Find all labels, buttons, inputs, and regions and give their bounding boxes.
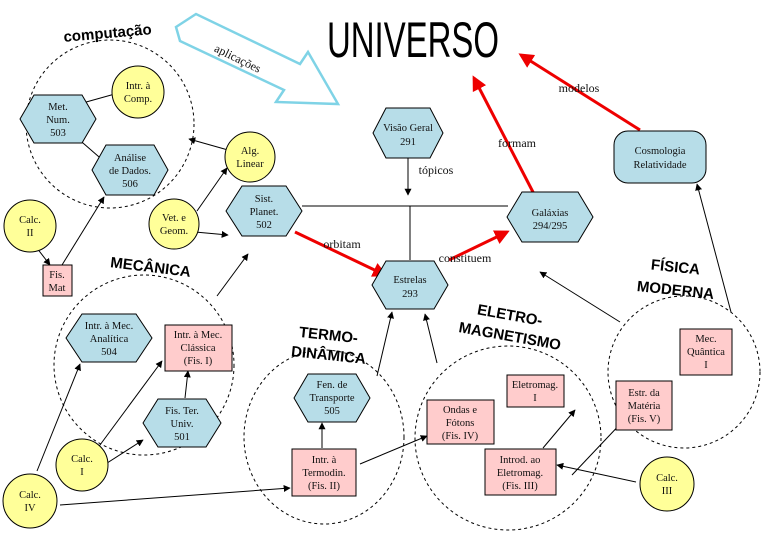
group-eletromagnetismo-circle (414, 345, 602, 531)
node-estrelas (371, 260, 449, 310)
node-calc-ii (3, 199, 57, 253)
group-label-termo-1: TERMO- (298, 324, 359, 347)
edge-label-formam: formam (498, 136, 537, 150)
node-calc-iv (2, 473, 58, 529)
node-galaxias (506, 191, 594, 243)
label-eletromag-i: Eletromag.I (512, 380, 558, 404)
edge-label-orbitam: orbitam (323, 237, 361, 251)
group-computacao-circle (25, 39, 195, 209)
node-intr-mec-analitica (65, 313, 153, 363)
group-mecanica-circle (53, 274, 235, 456)
node-vet-geom (148, 198, 200, 250)
label-met-num: Met.Num.503 (46, 102, 70, 139)
group-label-fisica-2: MODERNA (636, 278, 715, 303)
node-mec-quantica (679, 328, 733, 376)
node-eletromag-i (506, 374, 565, 408)
label-alg-linear: Alg.Linear (236, 146, 264, 170)
node-introd-eletromag (484, 448, 557, 496)
label-sist-planet: Sist.Planet.502 (250, 194, 279, 231)
node-calc-iii (639, 456, 695, 512)
node-intr-comp (111, 65, 165, 119)
node-intr-termodin (291, 448, 357, 497)
label-intr-mec-classica: Intr. à Mec.Clássica(Fis. I) (174, 330, 222, 367)
node-estr-materia (615, 380, 673, 431)
edge-label-modelos: modelos (559, 81, 600, 95)
node-intr-mec-classica (164, 324, 233, 372)
group-label-eletro-2: MAGNETISMO (457, 319, 562, 354)
node-alg-linear (224, 131, 276, 183)
applications-arrow (174, 12, 341, 106)
group-label-fisica-1: FÍSICA (650, 257, 701, 279)
label-fis-mat: Fis.Mat (49, 270, 66, 294)
node-met-num (19, 94, 97, 144)
node-visao-geral (372, 107, 444, 159)
page-title: UNIVERSO (327, 12, 499, 68)
group-label-computacao: computação (63, 21, 153, 46)
group-label-mecanica: MECÂNICA (109, 253, 192, 281)
node-fis-mat (42, 264, 73, 297)
node-analise-dados (91, 144, 169, 196)
label-fis-ter-univ: Fis. Ter.Univ.501 (165, 406, 199, 443)
node-fen-transporte (293, 373, 371, 423)
label-calc-iii: Calc.III (656, 473, 678, 497)
label-calc-i: Calc.I (71, 454, 93, 478)
node-calc-i (55, 438, 109, 492)
edge-label-topicos: tópicos (419, 163, 454, 177)
node-sist-planet (225, 185, 303, 237)
red-connectors (294, 53, 641, 277)
group-fisica-moderna-circle (607, 295, 761, 449)
label-calc-ii: Calc.II (19, 215, 41, 239)
label-calc-iv: Calc.IV (19, 490, 41, 514)
node-cosmologia (613, 130, 707, 184)
node-ondas-fotons (426, 399, 495, 445)
group-termodinamica-circle (243, 349, 405, 525)
edge-label-constituem: constituem (439, 251, 492, 265)
node-fis-ter-univ (142, 398, 222, 448)
